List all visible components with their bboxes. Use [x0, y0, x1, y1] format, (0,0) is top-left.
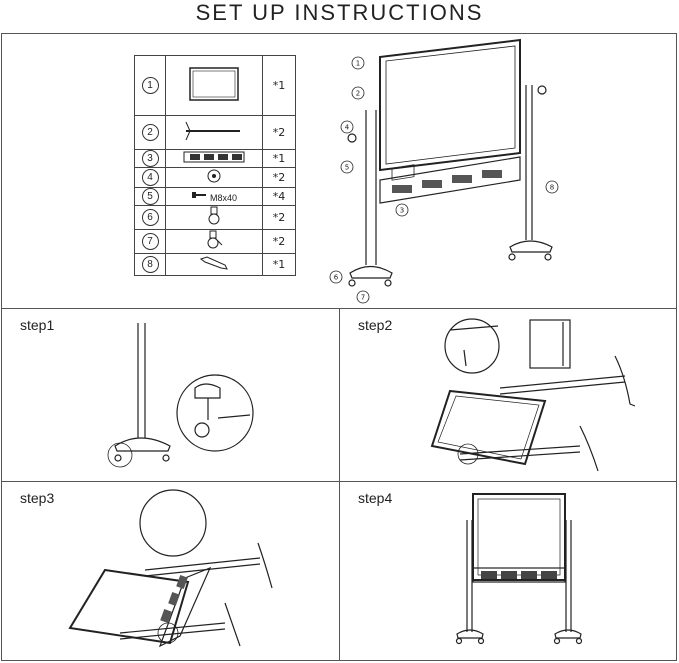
stand-leg-icon	[182, 121, 246, 147]
part-number: 4	[141, 169, 159, 186]
parts-row: 1 *1	[134, 55, 296, 116]
part-number: 5	[141, 188, 159, 205]
part-quantity: *1	[272, 152, 286, 165]
callout-number: 8	[550, 184, 554, 192]
whiteboard-panel-icon	[186, 67, 242, 107]
knob-icon	[204, 169, 224, 187]
callout-circle	[395, 203, 409, 217]
callout-number: 3	[400, 207, 404, 215]
callout-number: 2	[356, 90, 360, 98]
divider	[339, 308, 340, 661]
part-quantity: *2	[272, 211, 286, 224]
callout-circle	[340, 160, 354, 174]
tray-icon	[182, 151, 246, 167]
part-number: 7	[141, 233, 159, 250]
callout-circle	[329, 270, 343, 284]
parts-row: 5 M8x40 *4	[134, 187, 296, 206]
assembled-stand-diagram: 1 2 3 4 5 6 7 8	[329, 38, 559, 304]
step3-label: step3	[20, 490, 55, 506]
part-size-label: M8x40	[210, 193, 238, 204]
callout-number: 1	[356, 60, 360, 68]
callout-number: 4	[345, 124, 350, 132]
step4-label: step4	[358, 490, 393, 506]
part-quantity: *2	[272, 235, 286, 248]
step1-diagram	[107, 323, 254, 468]
parts-row: 2 *2	[134, 115, 296, 150]
page-title: SET UP INSTRUCTIONS	[195, 0, 484, 25]
callout-circle	[340, 120, 354, 134]
parts-row: 7 *2	[134, 229, 296, 254]
screw-icon	[191, 192, 207, 204]
step4-diagram	[455, 493, 583, 645]
callout-circle	[356, 290, 370, 304]
parts-row: 8 *1	[134, 253, 296, 276]
part-quantity: *1	[272, 258, 286, 271]
caster-icon	[205, 206, 223, 229]
parts-table: 1 *1 2 *2 3 *1 4 *2 5 M8x40 *4 6 *2 7 *2 8 *1	[134, 55, 296, 276]
part-quantity: *2	[272, 171, 286, 184]
parts-row: 6 *2	[134, 205, 296, 230]
part-quantity: *4	[272, 190, 286, 203]
callout-circle	[351, 86, 365, 100]
part-number: 6	[141, 209, 159, 226]
callout-number: 5	[345, 164, 349, 172]
step2-label: step2	[358, 317, 393, 333]
part-quantity: *2	[272, 126, 286, 139]
callout-number: 7	[361, 294, 365, 302]
callout-number: 6	[334, 274, 339, 282]
locking-caster-icon	[204, 230, 224, 253]
parts-row: 3 *1	[134, 149, 296, 168]
parts-row: 4 *2	[134, 167, 296, 188]
callout-circle	[545, 180, 559, 194]
wrench-icon	[199, 256, 229, 274]
part-quantity: *1	[272, 79, 286, 92]
part-number: 8	[141, 256, 159, 273]
step1-label: step1	[20, 317, 55, 333]
step3-diagram	[68, 489, 273, 648]
part-number: 2	[141, 124, 159, 141]
step2-diagram	[430, 318, 636, 472]
part-number: 1	[141, 77, 159, 94]
part-number: 3	[141, 150, 159, 167]
callout-circle	[351, 56, 365, 70]
